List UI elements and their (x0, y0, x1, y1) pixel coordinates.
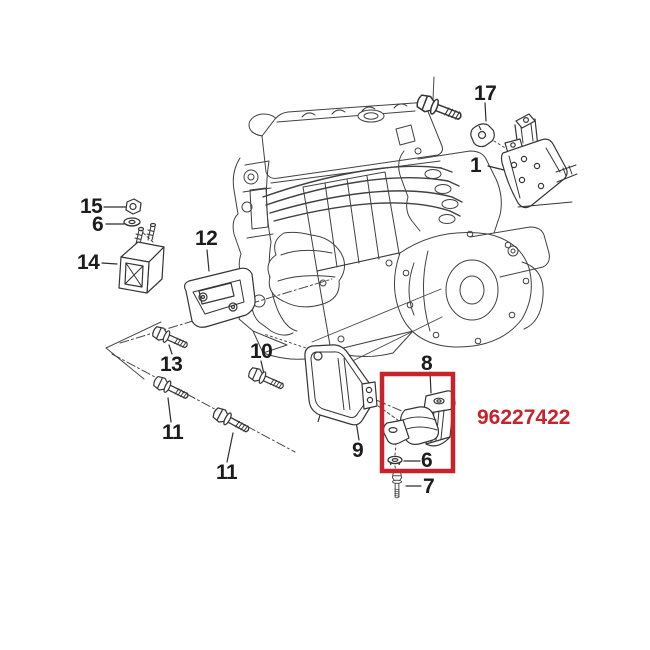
engine-illustration (232, 102, 550, 360)
part-11-bolt-left (151, 374, 192, 403)
part-15-nut (125, 198, 142, 215)
callout-6-upper: 6 (92, 213, 104, 236)
callout-11-left: 11 (162, 421, 184, 444)
callout-12: 12 (195, 227, 218, 250)
callout-10: 10 (250, 340, 273, 363)
callout-13: 13 (160, 353, 183, 376)
callout-15: 15 (80, 195, 103, 218)
part-14-mount (118, 222, 165, 294)
part-17-plate (470, 123, 495, 148)
callout-6-lower: 6 (421, 449, 433, 472)
callout-9: 9 (352, 439, 364, 462)
callout-17: 17 (474, 82, 497, 105)
part-9-plate (304, 344, 378, 426)
callout-7: 7 (423, 475, 435, 498)
part-number-label: 96227422 (477, 406, 571, 429)
callout-8: 8 (421, 352, 433, 375)
callout-14: 14 (77, 251, 100, 274)
part-7-bolt (391, 471, 403, 499)
callout-1: 1 (470, 154, 482, 177)
part-1-bracket (500, 113, 578, 209)
part-10-bolt (246, 365, 287, 394)
callout-11-lower: 11 (216, 461, 238, 484)
part-8-mount (382, 390, 456, 447)
part-6-washer (123, 217, 141, 227)
part-6-nut-lower (387, 455, 403, 466)
leader-lines (101, 102, 505, 487)
highlight-box (379, 371, 456, 474)
part-11-bolt-lower (210, 405, 253, 437)
part-12-bracket (183, 267, 256, 328)
